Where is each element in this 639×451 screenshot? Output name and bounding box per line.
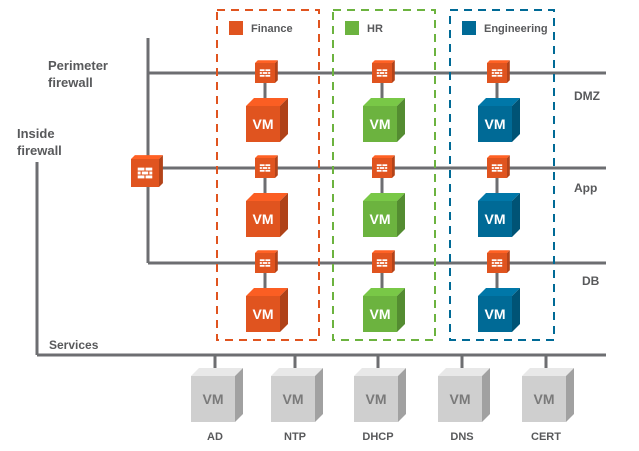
firewall-icon-hr-app xyxy=(372,155,395,178)
group-swatch-engineering xyxy=(462,21,476,35)
service-label-ntp: NTP xyxy=(284,431,306,443)
firewall-icon-hr-db xyxy=(372,250,395,273)
vm-engineering-app: VM xyxy=(478,193,520,237)
vm-label: VM xyxy=(366,391,387,407)
vm-hr-app: VM xyxy=(363,193,405,237)
vm-label: VM xyxy=(370,116,391,132)
services-label: Services xyxy=(49,338,99,352)
vm-engineering-dmz: VM xyxy=(478,98,520,142)
group-box-finance xyxy=(216,9,320,341)
vm-label: VM xyxy=(283,391,304,407)
perimeter-firewall-label: Perimeter xyxy=(48,58,108,73)
vm-label: VM xyxy=(485,116,506,132)
group-label-engineering: Engineering xyxy=(484,23,548,35)
vm-label: VM xyxy=(203,391,224,407)
group-label-hr: HR xyxy=(367,23,383,35)
vm-finance-db: VM xyxy=(246,288,288,332)
group-swatch-hr xyxy=(345,21,359,35)
vm-label: VM xyxy=(253,211,274,227)
firewall-icon-engineering-db xyxy=(487,250,510,273)
network-lines xyxy=(35,38,606,372)
firewall-icon-hr-dmz xyxy=(372,60,395,83)
group-box-hr xyxy=(332,9,436,341)
group-label-finance: Finance xyxy=(251,23,293,35)
inside-firewall-icon xyxy=(131,155,163,187)
service-label-dns: DNS xyxy=(450,431,473,443)
firewall-icon-engineering-dmz xyxy=(487,60,510,83)
tier-label-db: DB xyxy=(582,274,600,288)
vm-finance-app: VM xyxy=(246,193,288,237)
service-vm-ntp: VM xyxy=(271,368,323,422)
group-swatch-finance xyxy=(229,21,243,35)
perimeter-firewall-label-2: firewall xyxy=(48,75,93,90)
nodes: VM VM VM VM VM VM VM VM VM VM AD VM NTP VM DHCP VM DNS VM… xyxy=(131,60,574,443)
tier-label-dmz: DMZ xyxy=(574,89,600,103)
labels: Perimeter firewall Inside firewall Servi… xyxy=(17,58,600,352)
vm-finance-dmz: VM xyxy=(246,98,288,142)
service-vm-dns: VM xyxy=(438,368,490,422)
group-boxes: Finance HR Engineering xyxy=(216,9,555,341)
firewall-icon-finance-dmz xyxy=(255,60,278,83)
vm-label: VM xyxy=(534,391,555,407)
vm-label: VM xyxy=(485,211,506,227)
inside-firewall-label-2: firewall xyxy=(17,143,62,158)
vm-label: VM xyxy=(370,211,391,227)
group-box-engineering xyxy=(449,9,555,341)
vm-label: VM xyxy=(370,306,391,322)
firewall-icon-finance-db xyxy=(255,250,278,273)
vm-label: VM xyxy=(253,306,274,322)
service-vm-ad: VM xyxy=(191,368,243,422)
vm-engineering-db: VM xyxy=(478,288,520,332)
service-label-cert: CERT xyxy=(531,431,561,443)
vm-label: VM xyxy=(485,306,506,322)
vm-label: VM xyxy=(253,116,274,132)
inside-firewall-label: Inside xyxy=(17,126,55,141)
service-label-dhcp: DHCP xyxy=(362,431,393,443)
firewall-icon-engineering-app xyxy=(487,155,510,178)
vm-label: VM xyxy=(450,391,471,407)
tier-label-app: App xyxy=(574,181,597,195)
firewall-icon-finance-app xyxy=(255,155,278,178)
service-label-ad: AD xyxy=(207,431,223,443)
service-vm-dhcp: VM xyxy=(354,368,406,422)
vm-hr-db: VM xyxy=(363,288,405,332)
vm-hr-dmz: VM xyxy=(363,98,405,142)
service-vm-cert: VM xyxy=(522,368,574,422)
